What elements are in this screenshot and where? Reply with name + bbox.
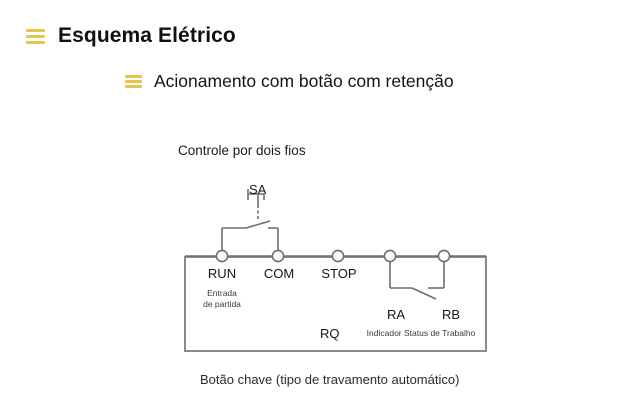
terminal-rb <box>437 249 451 263</box>
terminal-run <box>215 249 229 263</box>
page-title: Esquema Elétrico <box>58 24 236 47</box>
wire-sa-contact-blade <box>245 220 271 229</box>
terminal-ra <box>383 249 397 263</box>
terminal-label-com: COM <box>263 266 295 281</box>
note-line-2: de partida <box>203 299 241 309</box>
slide-subtitle-row: Acionamento com botão com retenção <box>125 71 454 92</box>
terminal-label-rb: RB <box>441 307 461 322</box>
hamburger-bar <box>125 75 142 78</box>
switch-label-sa: SA <box>249 182 267 197</box>
hamburger-bar <box>26 34 45 38</box>
slide-title-row: Esquema Elétrico <box>26 24 236 48</box>
hamburger-bar <box>125 80 142 83</box>
figure-caption-top: Controle por dois fios <box>178 143 306 158</box>
note-line-1: Entrada <box>207 288 237 298</box>
terminal-label-ra: RA <box>386 307 406 322</box>
hamburger-bar <box>125 85 142 88</box>
terminal-label-run: RUN <box>207 266 237 281</box>
hamburger-icon <box>125 75 142 88</box>
hamburger-icon <box>26 28 45 44</box>
note-entrada-de-partida: Entrada de partida <box>203 288 241 310</box>
label-rq: RQ <box>320 326 340 341</box>
hamburger-bar <box>26 28 45 32</box>
terminal-com <box>271 249 285 263</box>
terminal-stop <box>331 249 345 263</box>
page-subtitle: Acionamento com botão com retenção <box>154 71 454 91</box>
terminal-label-stop: STOP <box>321 266 357 281</box>
hamburger-bar <box>26 40 45 44</box>
figure-caption-bottom: Botão chave (tipo de travamento automáti… <box>200 372 460 387</box>
wire-relay-contact-blade <box>411 287 437 300</box>
note-indicador-status: Indicador Status de Trabalho <box>366 328 476 338</box>
symbol-sa-button-head <box>247 193 265 200</box>
